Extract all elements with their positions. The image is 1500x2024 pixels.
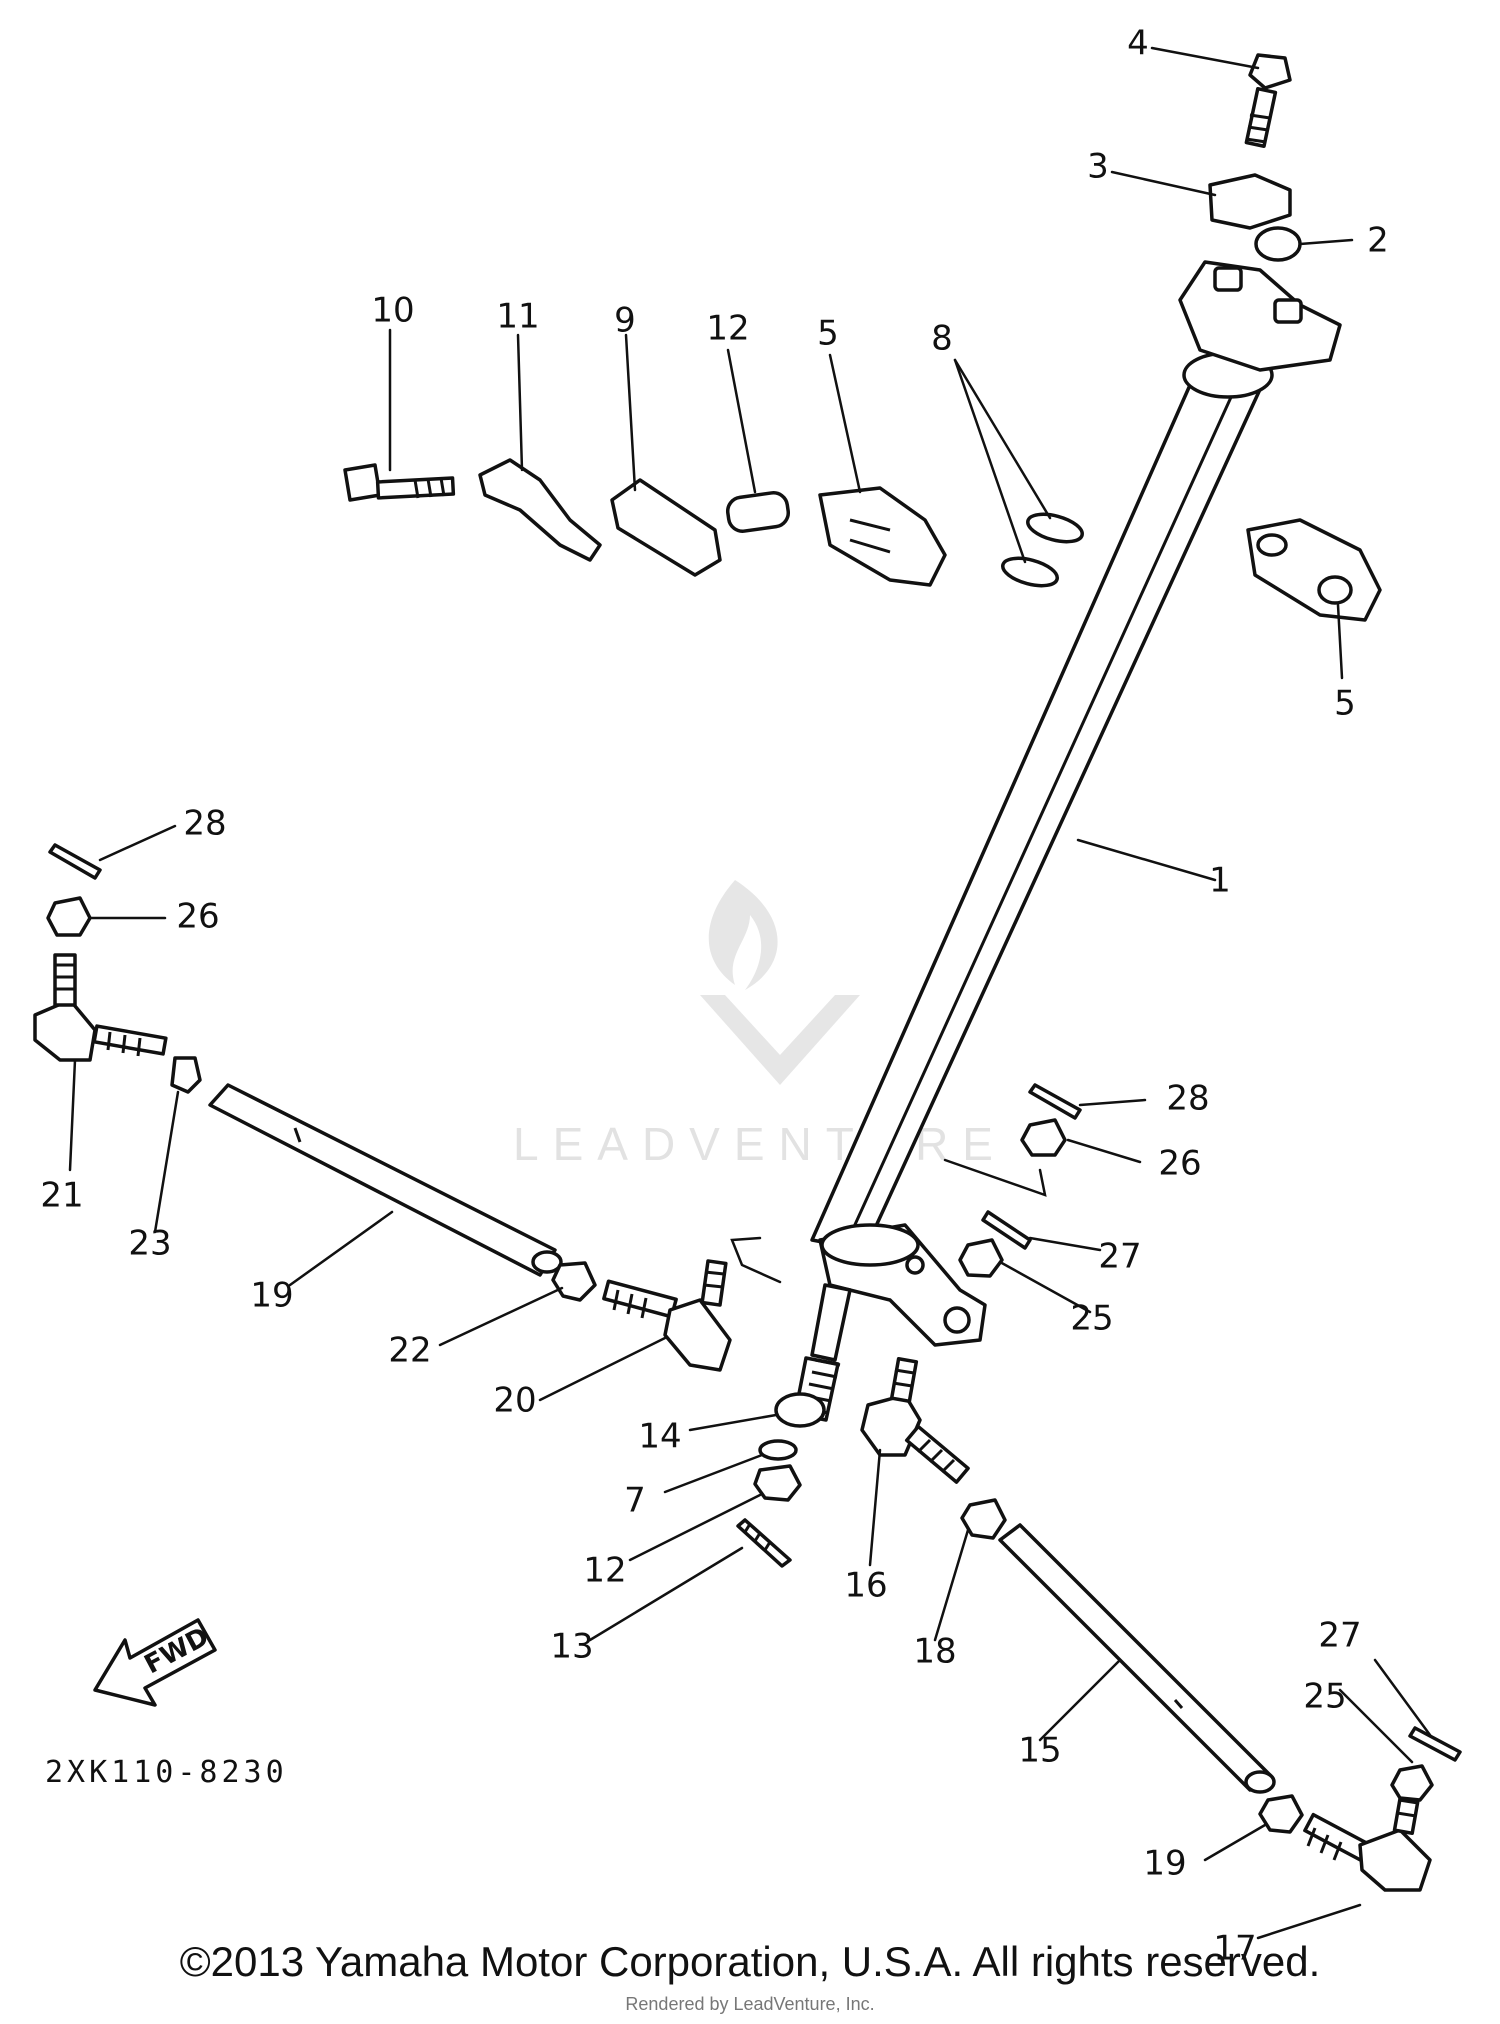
nut-part-24 bbox=[170, 1056, 202, 1094]
callout-27-upper: 27 bbox=[1098, 1237, 1141, 1277]
rod-end-part-16 bbox=[860, 1356, 970, 1484]
pin-part-13 bbox=[736, 1518, 792, 1568]
nut-part-23 bbox=[551, 1261, 597, 1302]
callout-20: 19 bbox=[250, 1276, 293, 1316]
callout-24: 23 bbox=[128, 1224, 171, 1264]
tie-rod-part-15 bbox=[998, 1523, 1276, 1794]
callout-18: 18 bbox=[913, 1632, 956, 1672]
callout-5-right: 5 bbox=[1334, 684, 1356, 724]
clamp-part-5-right bbox=[1246, 518, 1382, 622]
clamp-part-5-upper bbox=[818, 486, 947, 587]
callout-7: 9 bbox=[614, 301, 636, 341]
rod-end-part-17 bbox=[1303, 1787, 1432, 1892]
bushing-part-2 bbox=[1254, 226, 1302, 262]
collar-part-10 bbox=[725, 491, 791, 533]
callout-23: 22 bbox=[388, 1331, 431, 1371]
bolt-part-8 bbox=[343, 463, 456, 502]
callout-16: 16 bbox=[844, 1566, 887, 1606]
pin-part-27-lower bbox=[1408, 1726, 1462, 1762]
nut-part-18 bbox=[960, 1498, 1007, 1540]
callout-4: 4 bbox=[1127, 24, 1149, 64]
bolt-part-4 bbox=[1244, 53, 1292, 149]
clip-part-6-a bbox=[1026, 512, 1084, 544]
assembly-line-nut-26 bbox=[943, 1158, 1047, 1197]
nut-part-19 bbox=[1258, 1794, 1304, 1834]
pin-part-28-right bbox=[1028, 1083, 1082, 1120]
callout-3: 3 bbox=[1087, 147, 1109, 187]
callout-28-right: 28 bbox=[1166, 1079, 1209, 1119]
callout-8: 10 bbox=[371, 291, 414, 331]
plate-part-7 bbox=[610, 478, 722, 577]
callout-14: 14 bbox=[638, 1417, 681, 1457]
callout-9: 11 bbox=[496, 297, 539, 337]
nut-part-25-lower bbox=[1390, 1764, 1434, 1802]
callout-22: 21 bbox=[40, 1176, 83, 1216]
rod-end-part-21 bbox=[602, 1259, 732, 1372]
steering-shaft bbox=[793, 260, 1342, 1422]
callout-25-upper: 25 bbox=[1070, 1299, 1113, 1339]
callout-19: 19 bbox=[1143, 1844, 1186, 1884]
watermark-text: LEADVENTURE bbox=[513, 1118, 1007, 1170]
rod-end-part-22 bbox=[33, 953, 168, 1062]
assembly-line-tie-rod-left bbox=[730, 1236, 782, 1284]
drawing-code: 2XK110-8230 bbox=[45, 1755, 288, 1790]
nut-part-26-left bbox=[46, 896, 92, 937]
rendered-by-note: Rendered by LeadVenture, Inc. bbox=[625, 1994, 875, 2014]
callout-15: 15 bbox=[1018, 1731, 1061, 1771]
clip-part-6-b bbox=[1001, 556, 1059, 588]
copyright-notice: ©2013 Yamaha Motor Corporation, U.S.A. A… bbox=[179, 1938, 1321, 1985]
tie-rod-part-20 bbox=[208, 1083, 563, 1277]
callout-11: 7 bbox=[624, 1481, 646, 1521]
callout-26-right: 26 bbox=[1158, 1144, 1201, 1184]
callout-10: 12 bbox=[706, 309, 749, 349]
pin-part-27-upper bbox=[981, 1210, 1032, 1250]
washer-part-14 bbox=[774, 1392, 826, 1428]
leader-lines bbox=[68, 46, 1432, 1940]
washer-part-11 bbox=[758, 1439, 798, 1461]
nut-part-26-right bbox=[1020, 1118, 1067, 1157]
callout-numbers: 4 3 2 10 11 9 12 5 8 5 1 28 26 28 26 27 … bbox=[40, 24, 1388, 1969]
bracket-part-9 bbox=[478, 458, 602, 562]
nut-part-12 bbox=[753, 1464, 802, 1502]
callout-6: 8 bbox=[931, 319, 953, 359]
callout-21: 20 bbox=[493, 1381, 536, 1421]
callout-26-left: 26 bbox=[176, 897, 219, 937]
callout-25-lower: 25 bbox=[1303, 1677, 1346, 1717]
callout-2: 2 bbox=[1367, 221, 1389, 261]
callout-1: 1 bbox=[1209, 861, 1231, 901]
nut-part-25-upper bbox=[958, 1238, 1004, 1278]
callout-12: 12 bbox=[583, 1551, 626, 1591]
callout-17: 17 bbox=[1213, 1929, 1256, 1969]
callout-28-left: 28 bbox=[183, 804, 226, 844]
callout-13: 13 bbox=[550, 1627, 593, 1667]
callout-27-lower: 27 bbox=[1318, 1616, 1361, 1656]
fwd-arrow: FWD bbox=[93, 1618, 217, 1707]
pin-part-28-left bbox=[48, 843, 102, 880]
callout-5-upper: 5 bbox=[817, 314, 839, 354]
holder-cap-part-3 bbox=[1208, 173, 1292, 230]
